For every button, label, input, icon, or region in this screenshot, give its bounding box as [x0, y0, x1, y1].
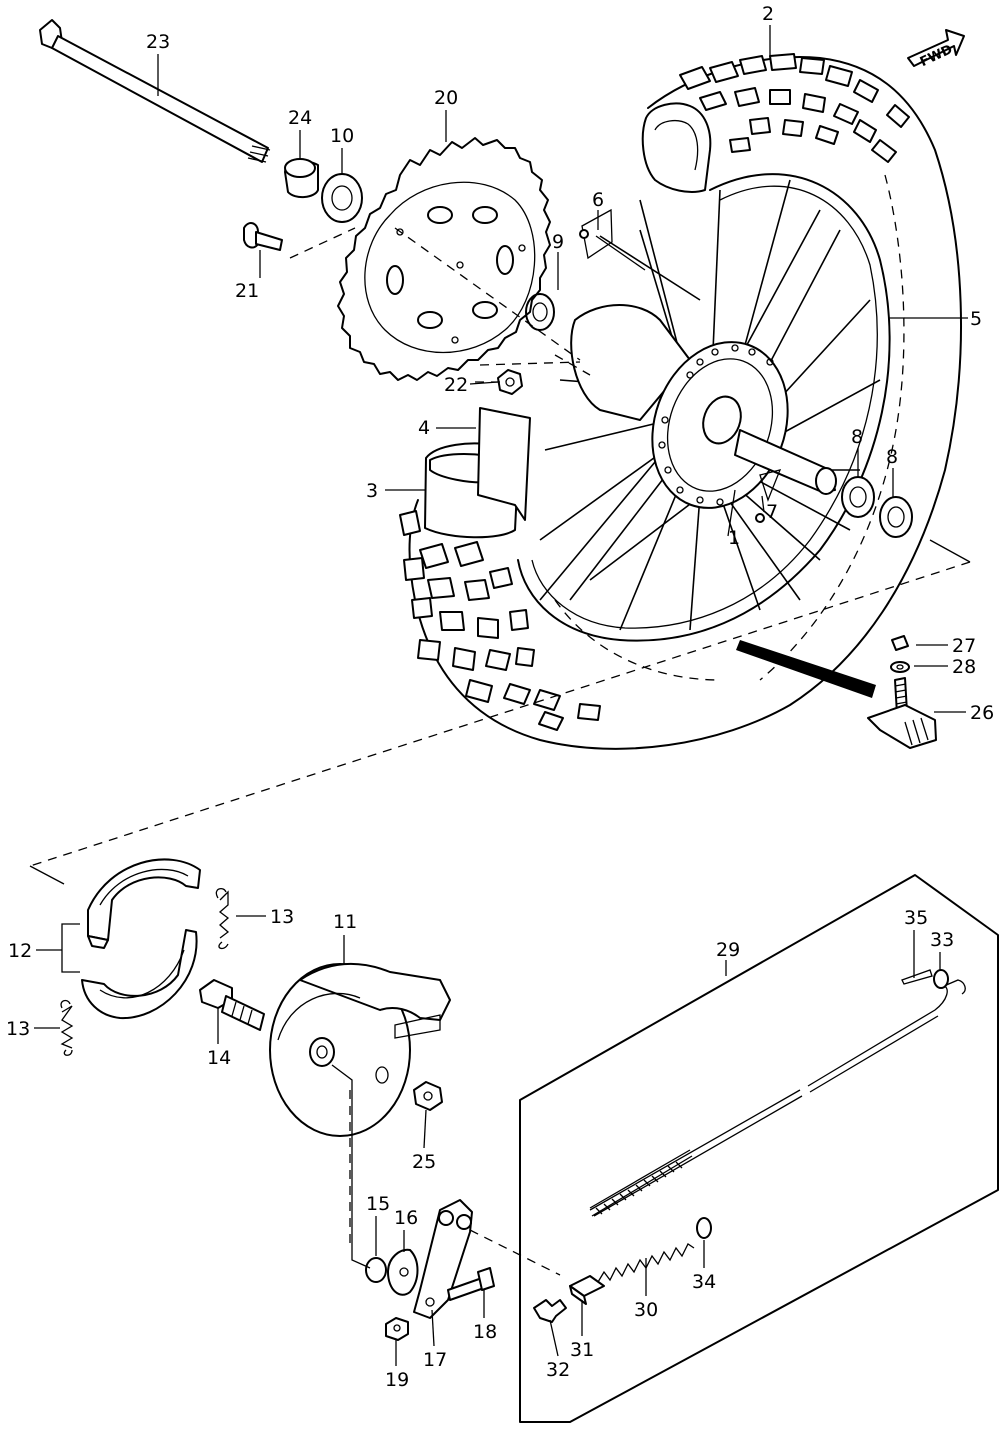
brake-panel — [269, 962, 451, 1137]
callout-3: 3 — [366, 480, 378, 502]
callout-33: 33 — [930, 929, 954, 951]
sprocket-bolt — [243, 222, 283, 251]
lever-bolt — [447, 1267, 495, 1301]
callout-6: 6 — [592, 189, 604, 211]
callout-34: 34 — [692, 1271, 716, 1293]
callout-8b: 8 — [886, 446, 898, 468]
sprocket-nut — [497, 369, 523, 395]
brake-spring-lower — [60, 999, 74, 1056]
callout-21: 21 — [235, 280, 259, 302]
brake-rod-kit-panel — [519, 874, 999, 1423]
callout-25: 25 — [412, 1151, 436, 1173]
brake-cam-lever — [413, 1199, 473, 1319]
callout-11: 11 — [333, 911, 357, 933]
assembly-guides-lower — [331, 1064, 561, 1276]
wheel-bearing — [841, 476, 913, 538]
wheel-hub — [570, 304, 837, 509]
rod-joint — [569, 1275, 605, 1305]
adjusting-nut — [533, 1299, 567, 1323]
callout-28: 28 — [952, 656, 976, 678]
callout-8a: 8 — [851, 426, 863, 448]
oil-seal — [321, 173, 363, 223]
callout-16: 16 — [394, 1207, 418, 1229]
callout-29: 29 — [716, 939, 740, 961]
callout-10: 10 — [330, 125, 354, 147]
callout-31: 31 — [570, 1339, 594, 1361]
wear-indicator — [387, 1248, 419, 1296]
callout-12: 12 — [8, 940, 32, 962]
brake-rod — [589, 979, 966, 1217]
callout-17: 17 — [423, 1349, 447, 1371]
callout-13a: 13 — [270, 906, 294, 928]
callout-30: 30 — [634, 1299, 658, 1321]
rim-lock-pointer — [736, 640, 876, 698]
callout-32: 32 — [546, 1359, 570, 1381]
brake-shoe-upper — [87, 858, 201, 949]
brake-panel-nut — [413, 1081, 443, 1111]
callout-18: 18 — [473, 1321, 497, 1343]
tire-tread-top — [679, 53, 910, 163]
dust-seal — [525, 293, 555, 331]
callout-19: 19 — [385, 1369, 409, 1391]
rod-end-washer — [933, 969, 949, 989]
tire — [399, 53, 962, 750]
callout-13b: 13 — [6, 1018, 30, 1040]
callout-24: 24 — [288, 107, 312, 129]
lever-nut — [385, 1317, 409, 1341]
callout-15: 15 — [366, 1193, 390, 1215]
callout-7: 7 — [766, 501, 778, 523]
brake-shoe-lower — [81, 929, 198, 1020]
callout-23: 23 — [146, 31, 170, 53]
rod-washer — [696, 1217, 712, 1239]
assembly-guides-upper — [29, 227, 971, 885]
fwd-arrow-icon: FWD — [907, 29, 965, 70]
axle-spacer — [284, 158, 319, 198]
o-ring — [365, 1257, 387, 1283]
callout-1: 1 — [728, 527, 740, 549]
rear-sprocket — [337, 137, 551, 381]
cotter-pin — [901, 969, 933, 985]
callout-35: 35 — [904, 907, 928, 929]
callout-labels: 2 5 3 4 6 1 7 8 8 9 10 11 12 13 13 14 15… — [6, 3, 994, 1391]
callout-leaders — [34, 25, 968, 1366]
spoke-nipple-set — [579, 208, 782, 523]
callout-4: 4 — [418, 417, 430, 439]
callout-14: 14 — [207, 1047, 231, 1069]
callout-20: 20 — [434, 87, 458, 109]
callout-5: 5 — [970, 308, 982, 330]
rim-lock-set — [867, 635, 937, 749]
callout-27: 27 — [952, 635, 976, 657]
callout-9: 9 — [552, 231, 564, 253]
callout-2: 2 — [762, 3, 774, 25]
brake-cam — [199, 979, 265, 1031]
callout-26: 26 — [970, 702, 994, 724]
brake-spring-upper — [215, 887, 230, 950]
rear-axle — [39, 19, 271, 163]
tire-tread-bottom — [399, 510, 601, 731]
callout-22: 22 — [444, 374, 468, 396]
